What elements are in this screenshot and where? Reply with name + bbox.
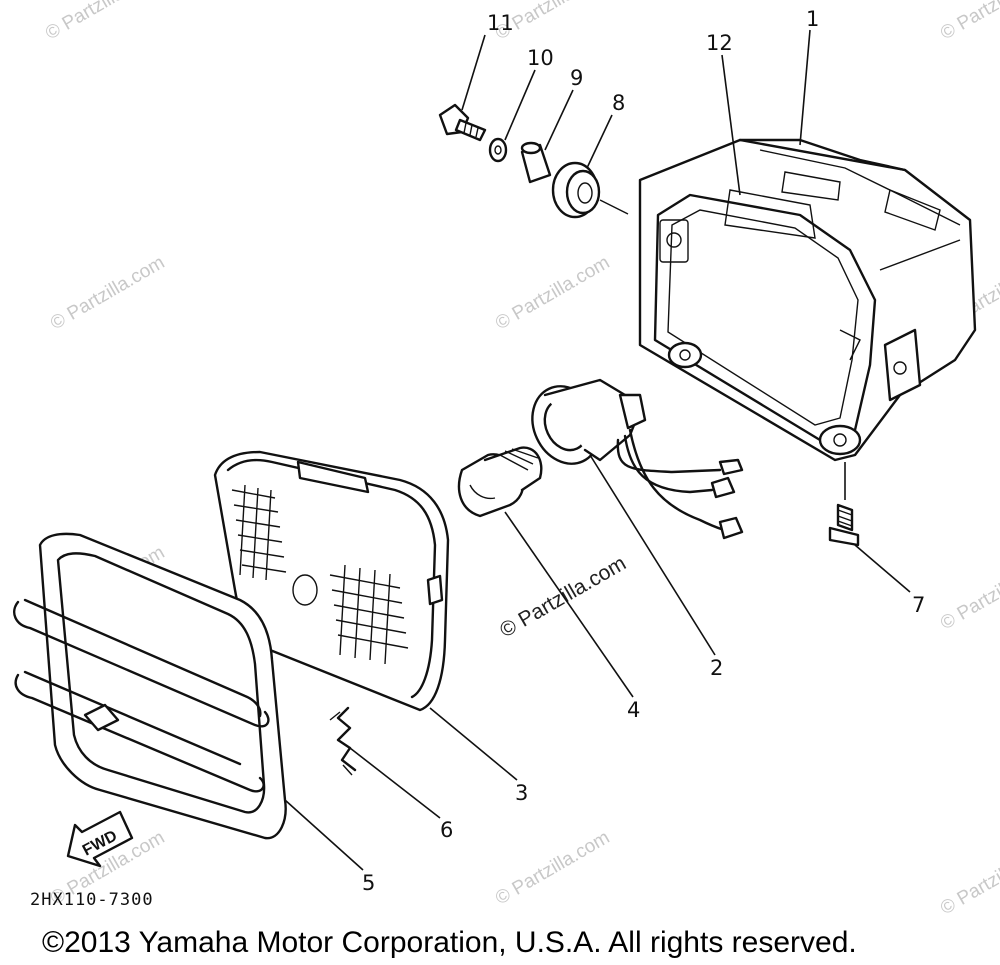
callout-12: 12 xyxy=(706,31,733,55)
screw-part-7 xyxy=(828,462,860,547)
part-code: 2HX110-7300 xyxy=(30,890,154,910)
lens-part-3 xyxy=(213,450,450,712)
callout-4: 4 xyxy=(627,698,640,722)
callout-8: 8 xyxy=(612,91,625,115)
housing-part-1 xyxy=(638,138,977,462)
guard-part-5 xyxy=(13,532,287,840)
grommet-part-8 xyxy=(551,161,629,219)
callout-11: 11 xyxy=(487,11,514,35)
watermark: © Partzilla.com xyxy=(937,0,1000,44)
clip-part-6 xyxy=(329,706,357,776)
bulb-part-4 xyxy=(457,446,543,518)
callout-6: 6 xyxy=(440,818,453,842)
callout-1: 1 xyxy=(806,7,819,31)
callout-5: 5 xyxy=(362,871,375,895)
copyright-notice: ©2013 Yamaha Motor Corporation, U.S.A. A… xyxy=(42,926,857,959)
watermark: © Partzilla.com xyxy=(937,837,1000,919)
callout-3: 3 xyxy=(515,781,528,805)
callout-7: 7 xyxy=(912,593,925,617)
callout-2: 2 xyxy=(710,656,723,680)
watermark: © Partzilla.com xyxy=(47,252,168,334)
bolt-part-11 xyxy=(438,103,487,142)
watermark: © Partzilla.com xyxy=(492,252,613,334)
callouts: 1 12 11 10 9 8 2 4 3 6 5 7 xyxy=(362,7,925,895)
watermark: © Partzilla.com xyxy=(42,0,163,44)
washer-part-10 xyxy=(488,137,508,163)
collar-part-9 xyxy=(520,141,552,184)
watermark: © Partzilla.com xyxy=(492,827,613,909)
socket-part-2 xyxy=(531,378,744,540)
leader-lines xyxy=(284,29,911,871)
watermark: © Partzilla.com xyxy=(937,552,1000,634)
callout-9: 9 xyxy=(570,66,583,90)
callout-10: 10 xyxy=(527,46,554,70)
